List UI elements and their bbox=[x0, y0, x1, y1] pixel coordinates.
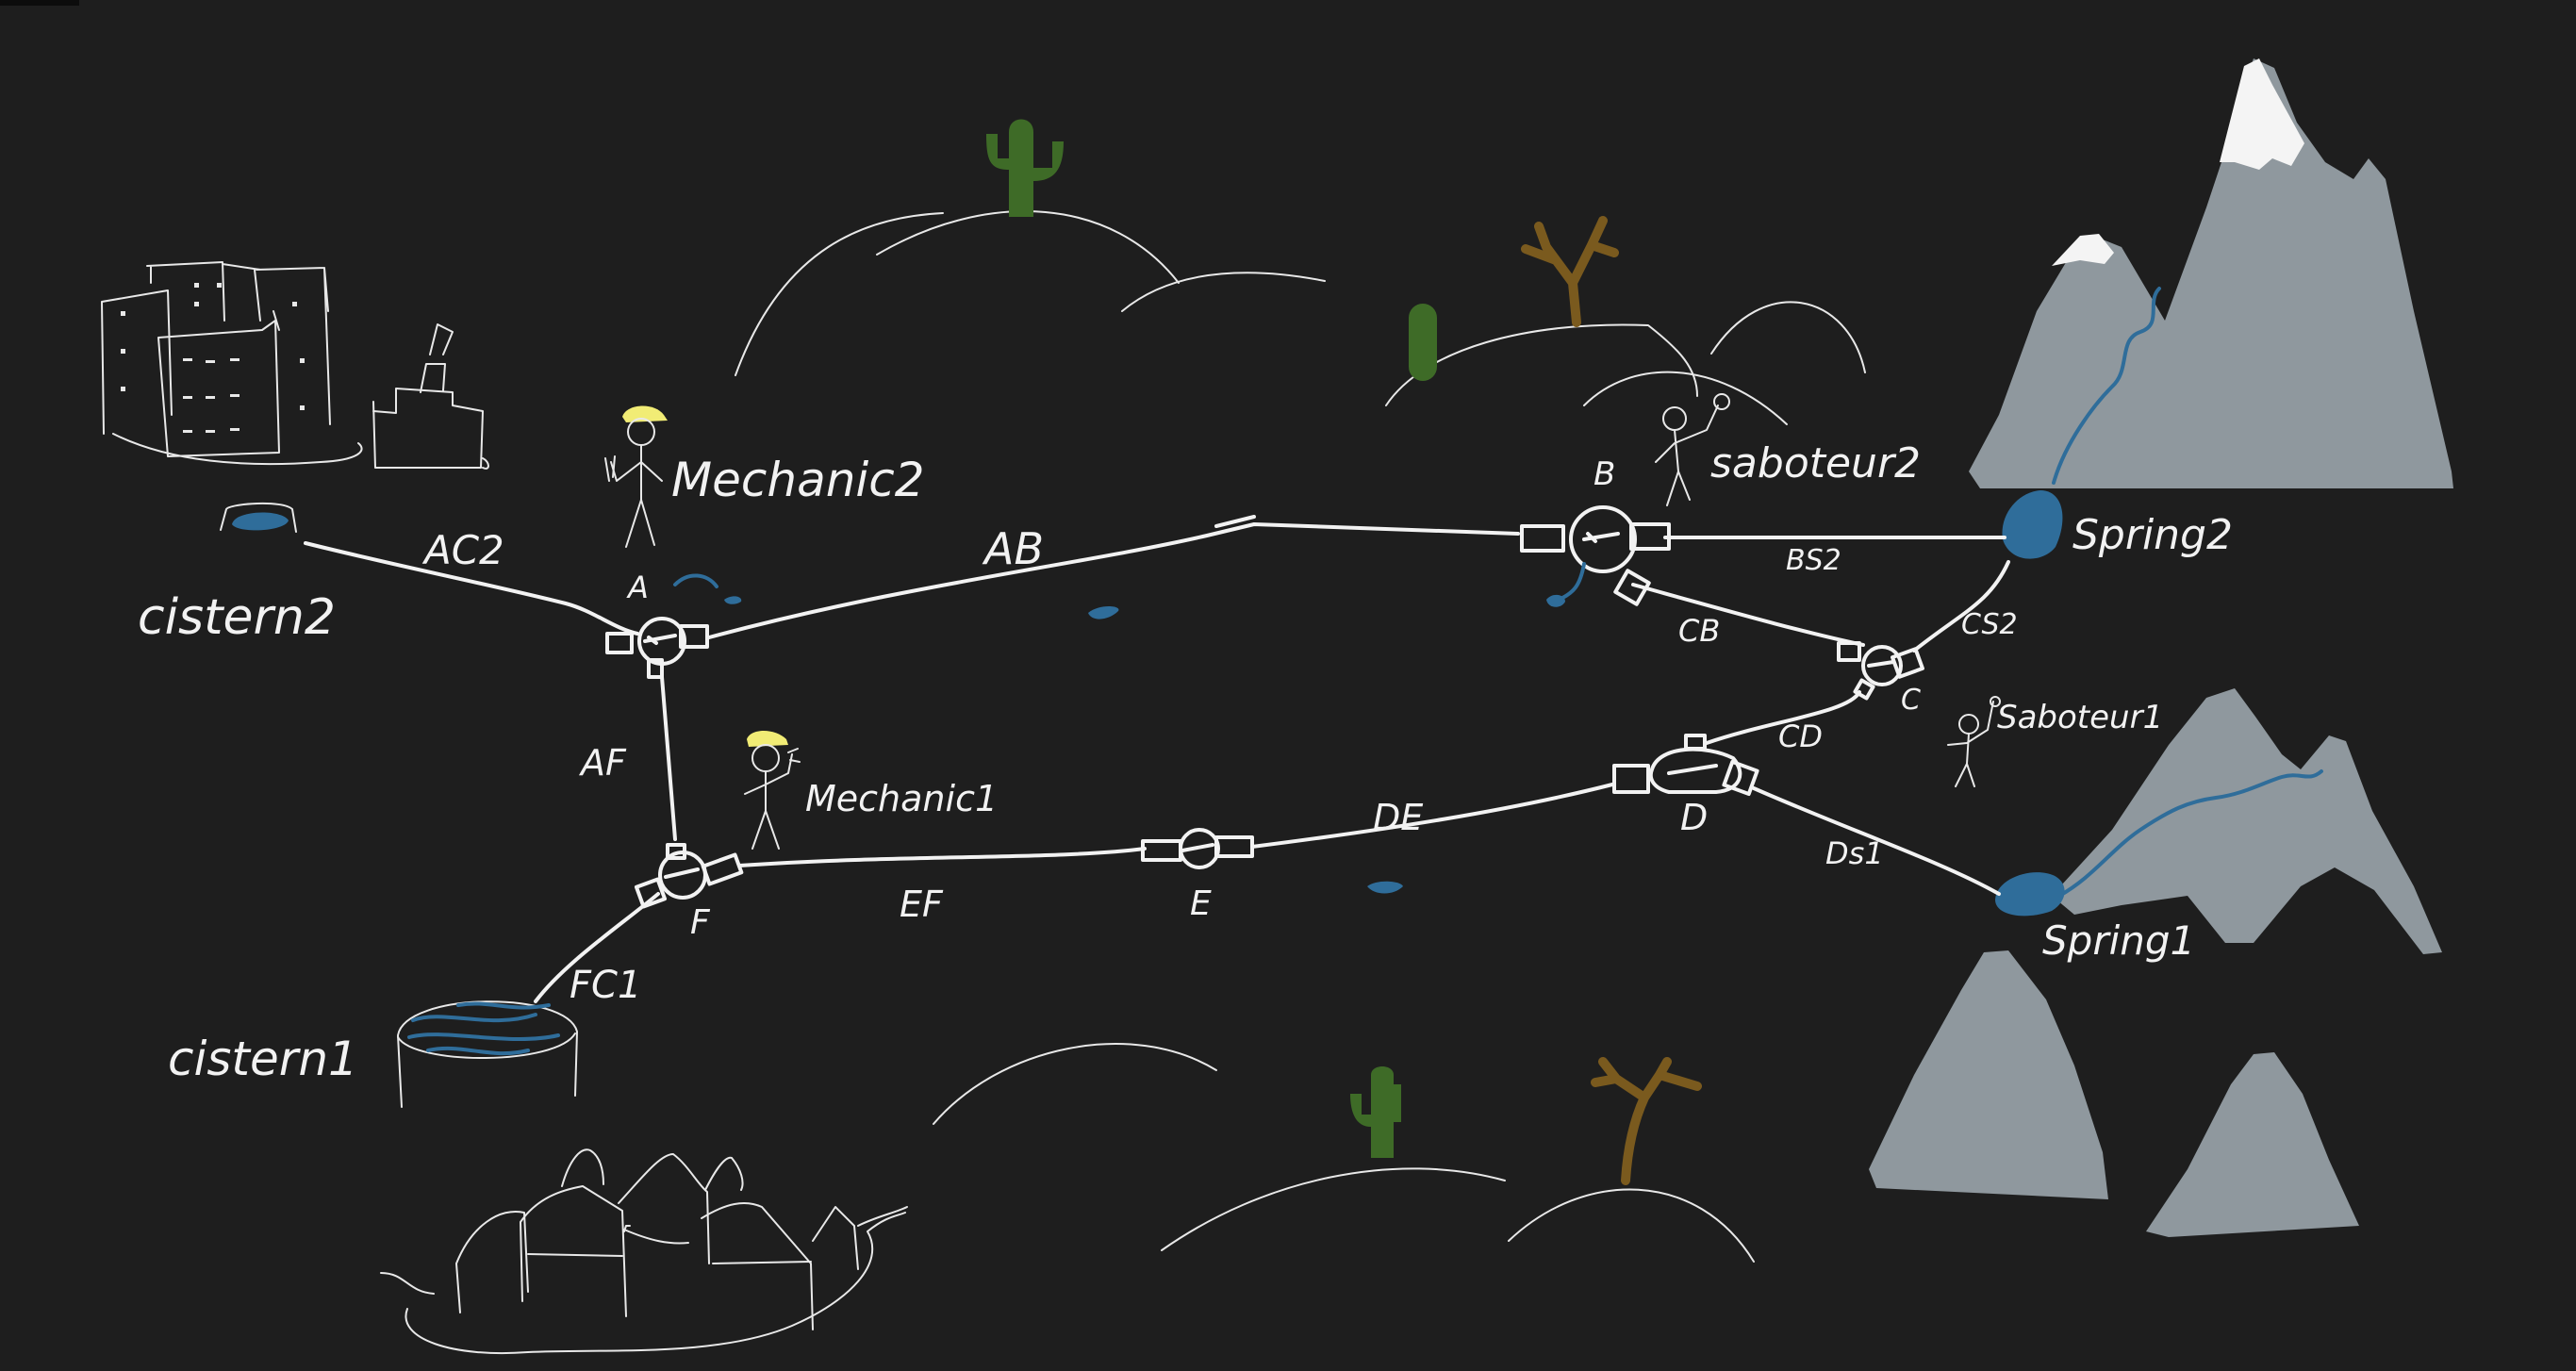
pipe-cd-label: CD bbox=[1778, 719, 1823, 754]
pipe-ac2-label: AC2 bbox=[421, 527, 504, 573]
pipe-ds1-label: Ds1 bbox=[1825, 835, 1884, 871]
saboteur1-figure bbox=[1947, 696, 2001, 787]
village-icon bbox=[380, 1148, 908, 1355]
pipe-cs2-label: CS2 bbox=[1961, 608, 2018, 641]
pipe-ds1 bbox=[1752, 786, 2001, 896]
spring2-label: Spring2 bbox=[2072, 511, 2233, 559]
dead-tree-icon bbox=[1591, 1057, 1702, 1185]
pipe-ac2 bbox=[304, 541, 639, 636]
saboteur2-label: saboteur2 bbox=[1710, 439, 1921, 487]
pipe-ab-label: AB bbox=[982, 523, 1044, 574]
mechanic1-label: Mechanic1 bbox=[805, 778, 998, 819]
labels: cistern2 cistern1 Spring2 Spring1 Mechan… bbox=[138, 439, 2233, 1086]
pipe-af bbox=[660, 675, 677, 841]
city-windows bbox=[121, 283, 305, 433]
pipe-cs2 bbox=[1912, 560, 2010, 652]
pipes bbox=[304, 515, 2010, 1003]
cactus-icon bbox=[1350, 1066, 1401, 1158]
cistern2-label: cistern2 bbox=[138, 589, 336, 646]
pipe-cb bbox=[1631, 583, 1865, 647]
small-cactus-icon bbox=[1409, 304, 1437, 381]
saboteur1-label: Saboteur1 bbox=[1997, 699, 2163, 736]
pipe-ab bbox=[707, 522, 1520, 639]
cactus-icon bbox=[986, 119, 1064, 217]
pipe-de-label: DE bbox=[1373, 797, 1423, 838]
pipe-cb-label: CB bbox=[1678, 613, 1720, 649]
mechanic2-figure bbox=[604, 405, 668, 548]
cistern1-icon bbox=[397, 1000, 578, 1108]
saboteur2-figure bbox=[1655, 393, 1730, 506]
node-e-label: E bbox=[1190, 884, 1212, 923]
node-f-label: F bbox=[690, 903, 711, 942]
node-a-label: A bbox=[626, 570, 649, 605]
spring2-water bbox=[2002, 490, 2063, 559]
node-d-label: D bbox=[1680, 797, 1708, 838]
mechanic1-figure bbox=[744, 731, 801, 850]
pipe-cd bbox=[1705, 690, 1861, 745]
pipe-bs2-label: BS2 bbox=[1786, 544, 1841, 577]
node-e-pump bbox=[1141, 828, 1254, 869]
node-c-pump bbox=[1837, 641, 1924, 701]
spring1-water bbox=[1995, 872, 2065, 917]
cistern1-label: cistern1 bbox=[168, 1032, 358, 1086]
mountains-east bbox=[1869, 688, 2442, 1237]
leak-puddles bbox=[1088, 606, 1403, 894]
spring1-label: Spring1 bbox=[2042, 917, 2195, 964]
node-a-pump bbox=[605, 573, 742, 679]
pipe-ef bbox=[737, 847, 1147, 867]
node-b-label: B bbox=[1593, 455, 1615, 493]
pipe-fc1-label: FC1 bbox=[570, 964, 641, 1007]
pipe-af-label: AF bbox=[578, 742, 627, 784]
pipe-de bbox=[1250, 783, 1614, 849]
cistern2-icon bbox=[220, 502, 297, 533]
corner-tab bbox=[0, 0, 79, 6]
node-d-pump bbox=[1612, 734, 1759, 797]
mountains-north bbox=[1969, 58, 2453, 488]
node-c-label: C bbox=[1901, 684, 1921, 717]
city-icon bbox=[101, 261, 489, 470]
node-b-pump bbox=[1520, 505, 1671, 607]
mechanic2-label: Mechanic2 bbox=[671, 453, 925, 507]
node-f-pump bbox=[634, 843, 744, 909]
dead-tree-icon bbox=[1521, 216, 1619, 327]
pipe-ef-label: EF bbox=[900, 884, 944, 925]
